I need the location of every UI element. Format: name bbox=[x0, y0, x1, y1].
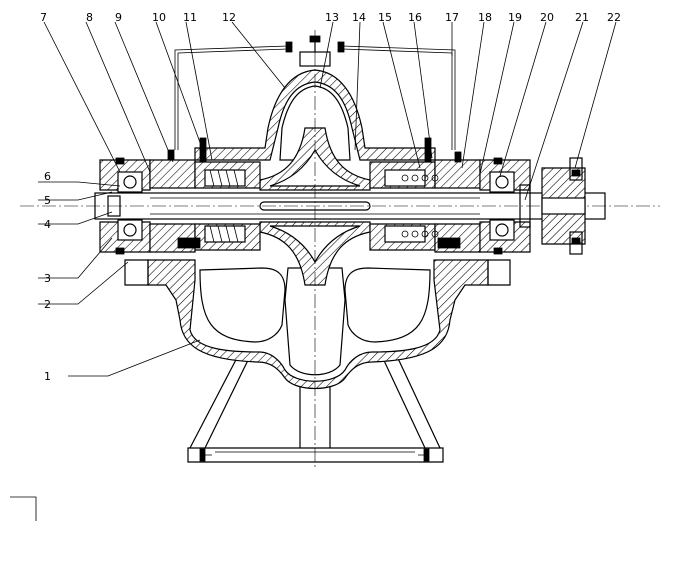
part-label-6: 6 bbox=[44, 170, 51, 183]
part-label-9: 9 bbox=[115, 11, 122, 24]
part-label-18: 18 bbox=[478, 11, 492, 24]
coupling bbox=[541, 157, 586, 255]
part-label-11: 11 bbox=[183, 11, 197, 24]
part-label-22: 22 bbox=[607, 11, 621, 24]
right-seal-assembly bbox=[369, 137, 481, 253]
part-label-20: 20 bbox=[540, 11, 554, 24]
part-label-17: 17 bbox=[445, 11, 459, 24]
lower-casing bbox=[124, 259, 511, 389]
part-label-1: 1 bbox=[44, 370, 51, 383]
part-label-2: 2 bbox=[44, 298, 51, 311]
part-label-10: 10 bbox=[152, 11, 166, 24]
left-seal-assembly bbox=[149, 137, 261, 253]
part-label-16: 16 bbox=[408, 11, 422, 24]
part-label-7: 7 bbox=[40, 11, 47, 24]
part-label-5: 5 bbox=[44, 194, 51, 207]
part-label-14: 14 bbox=[352, 11, 366, 24]
left-bearing-housing bbox=[99, 157, 151, 255]
part-label-8: 8 bbox=[86, 11, 93, 24]
part-label-13: 13 bbox=[325, 11, 339, 24]
part-labels: 1 2 3 4 5 6 7 8 9 10 11 12 13 14 15 16 1… bbox=[40, 11, 621, 383]
leader-lines bbox=[38, 21, 617, 377]
part-label-19: 19 bbox=[508, 11, 522, 24]
right-bearing-housing bbox=[479, 157, 531, 255]
part-label-12: 12 bbox=[222, 11, 236, 24]
part-label-3: 3 bbox=[44, 272, 51, 285]
part-label-21: 21 bbox=[575, 11, 589, 24]
part-label-4: 4 bbox=[44, 218, 51, 231]
corner-mark bbox=[10, 496, 37, 521]
part-label-15: 15 bbox=[378, 11, 392, 24]
